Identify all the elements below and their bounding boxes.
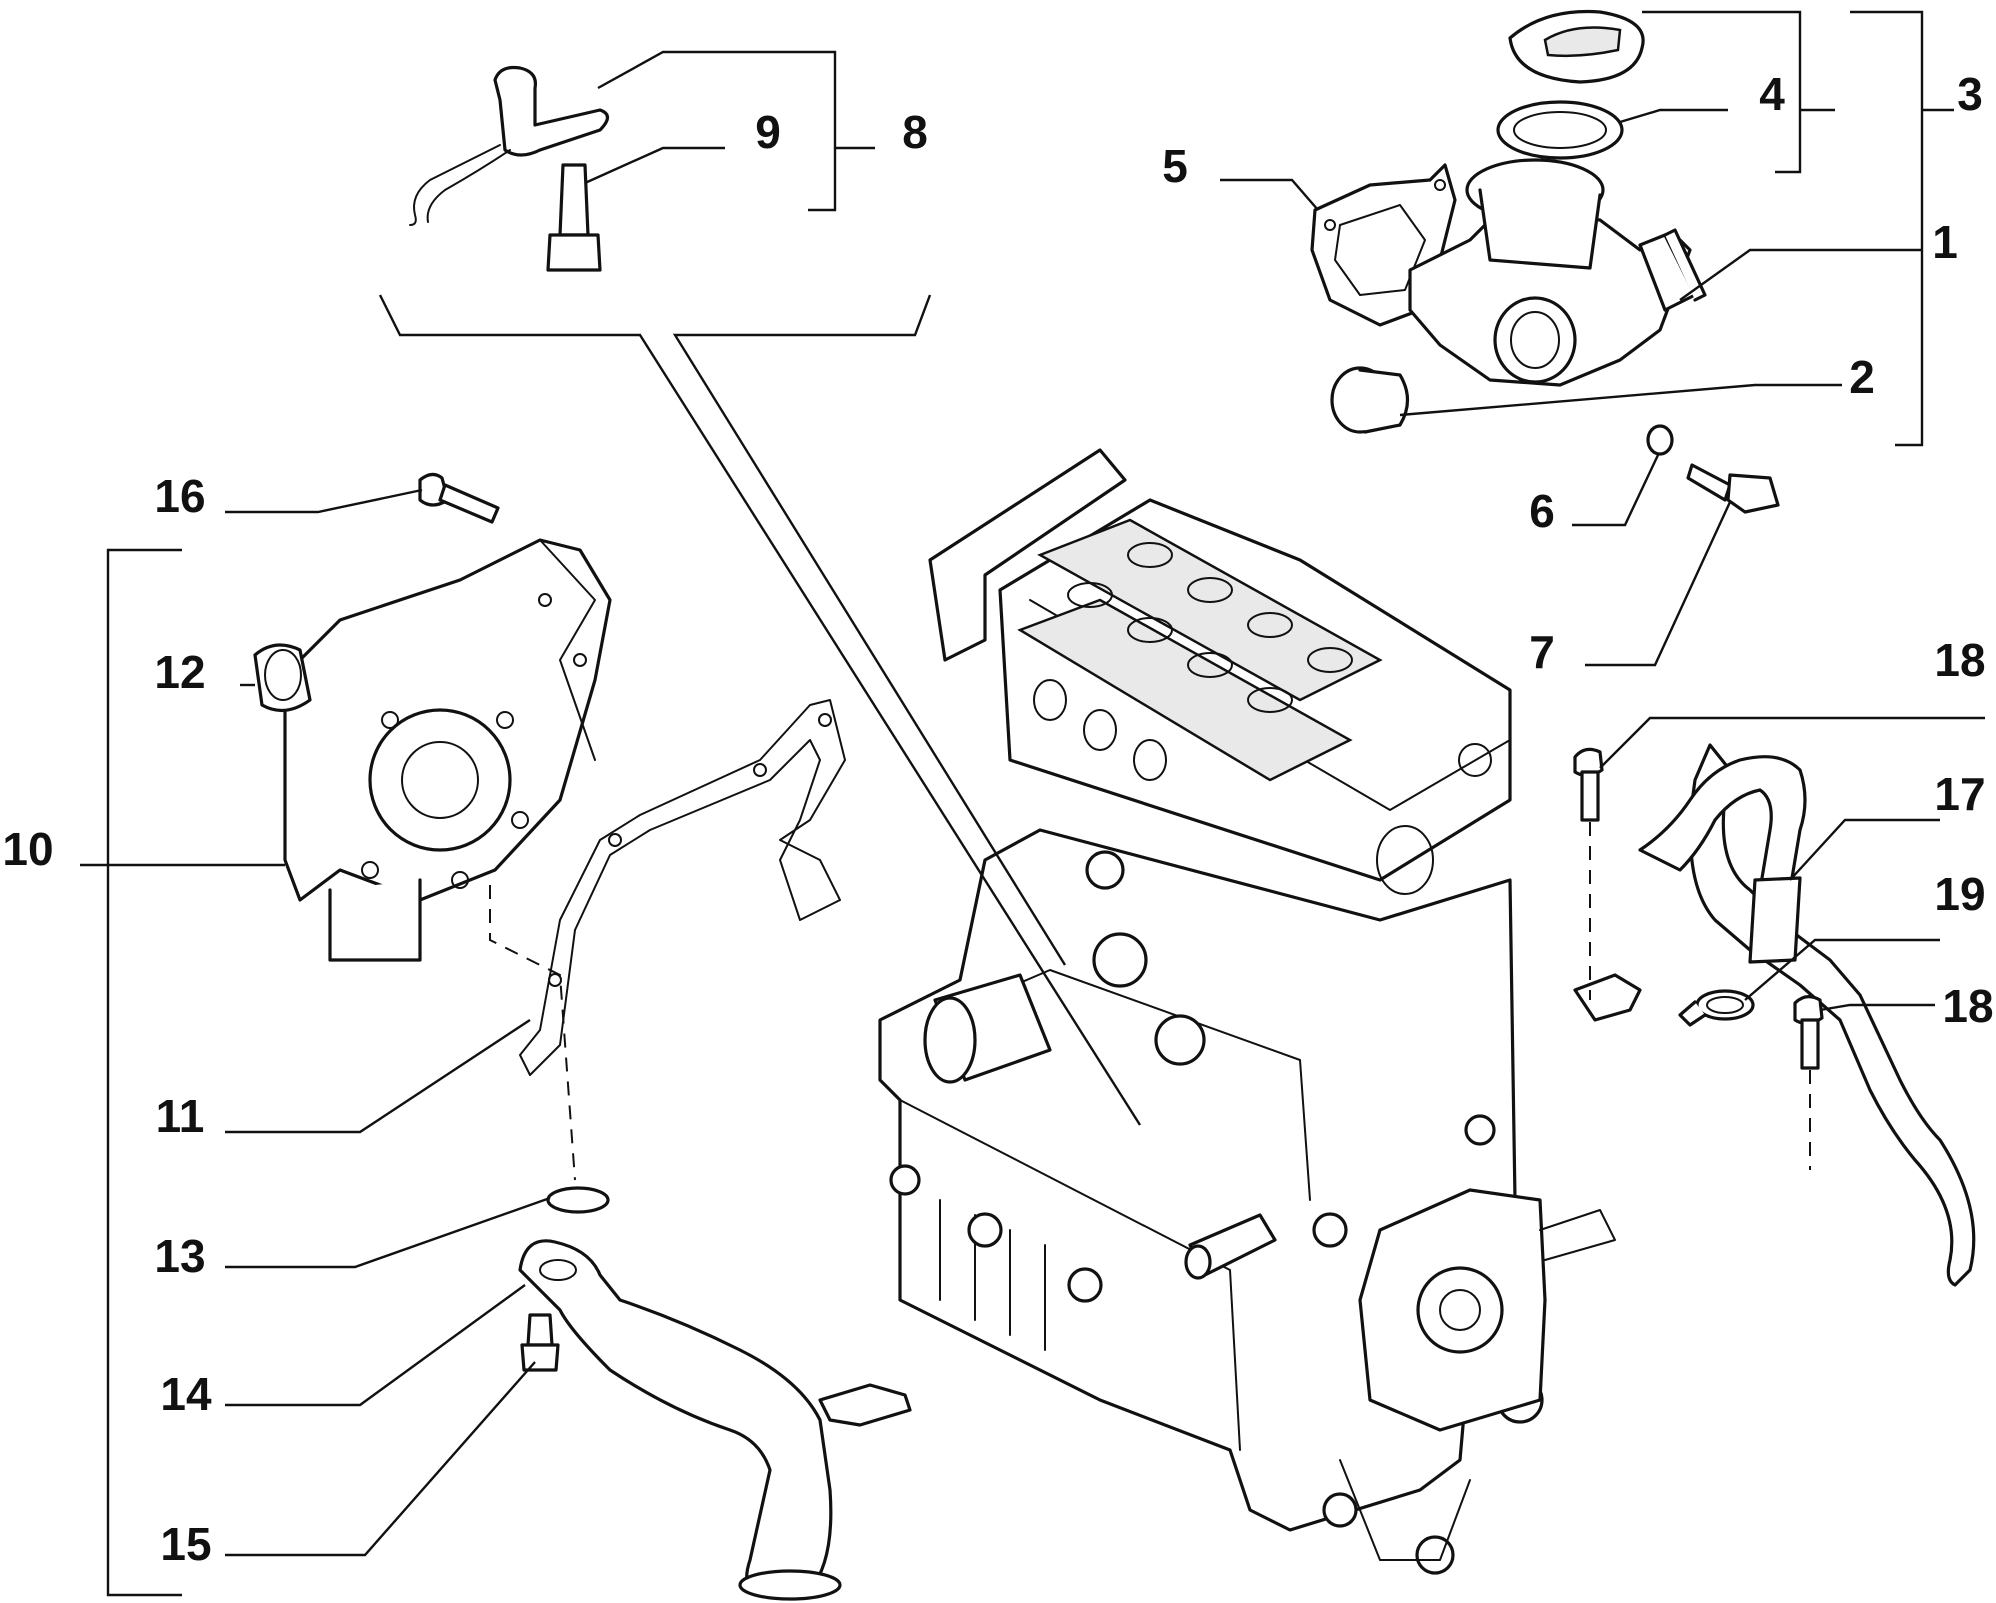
callout-labels: 1 2 3 4 5 6 7 8 9 10 11 12 13 14 15 16 1… xyxy=(2,68,1993,1570)
part-9-bolt xyxy=(546,163,602,272)
part-6-washer xyxy=(1646,424,1674,456)
part-18-bolt-upper xyxy=(1573,747,1604,822)
callout-18-lower: 18 xyxy=(1942,980,1993,1032)
callout-16: 16 xyxy=(154,470,205,522)
engine-block xyxy=(878,448,1616,1575)
callout-7: 7 xyxy=(1529,626,1555,678)
part-7-bolt xyxy=(1686,463,1780,514)
part-19-clamp xyxy=(1678,989,1755,1027)
part-11-gasket xyxy=(519,699,846,1076)
callout-3: 3 xyxy=(1957,68,1983,120)
part-18-bolt-lower xyxy=(1793,995,1824,1070)
part-2-plug xyxy=(1330,366,1410,434)
callout-14: 14 xyxy=(160,1368,212,1420)
callout-15: 15 xyxy=(160,1518,211,1570)
part-17-hose xyxy=(1573,743,1976,1287)
part-1-housing xyxy=(1408,158,1707,387)
callout-12: 12 xyxy=(154,646,205,698)
alignment-lines xyxy=(489,822,1811,1181)
part-12-seal xyxy=(253,643,312,712)
part-8-oil-jet xyxy=(409,65,610,226)
callout-19: 19 xyxy=(1934,868,1985,920)
part-15-bolt xyxy=(520,1313,560,1372)
part-13-oring xyxy=(546,1186,610,1214)
callout-5: 5 xyxy=(1162,140,1188,192)
callout-6: 6 xyxy=(1529,485,1555,537)
callout-18-upper: 18 xyxy=(1934,634,1985,686)
part-14-pickup-tube xyxy=(518,1239,912,1601)
callout-13: 13 xyxy=(154,1230,205,1282)
part-10-oil-pump xyxy=(283,538,612,962)
callout-9: 9 xyxy=(755,106,781,158)
callout-4: 4 xyxy=(1759,68,1785,120)
part-16-bolt xyxy=(418,472,500,524)
part-3-cap xyxy=(1508,9,1645,84)
callout-8: 8 xyxy=(902,106,928,158)
callout-11: 11 xyxy=(156,1090,205,1142)
part-4-ring xyxy=(1496,100,1624,160)
callout-2: 2 xyxy=(1849,351,1875,403)
leader-lines xyxy=(80,10,1985,1597)
callout-1: 1 xyxy=(1932,216,1958,268)
callout-10: 10 xyxy=(2,823,53,875)
callout-17: 17 xyxy=(1934,768,1985,820)
